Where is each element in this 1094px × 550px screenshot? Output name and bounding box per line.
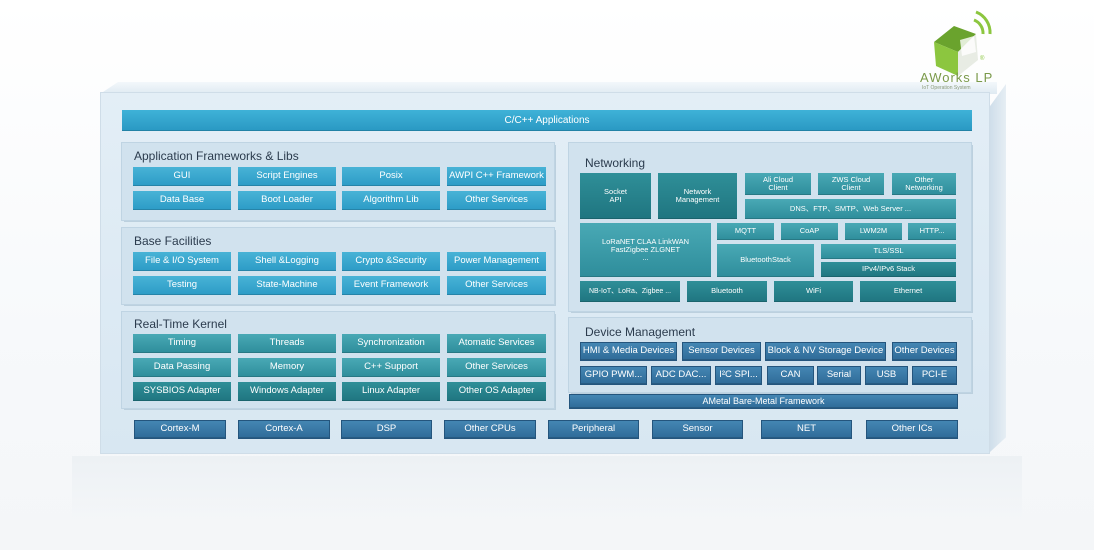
gpio-pwm-block: GPIO PWM... [580, 366, 647, 385]
memory-block: Memory [238, 358, 336, 377]
box-top-face [100, 82, 997, 94]
aworks-logo: AWorks LP IoT Operation System ® [918, 8, 1002, 92]
event-framework-block: Event Framework [342, 276, 440, 295]
testing-block: Testing [133, 276, 231, 295]
cpp-support-block: C++ Support [342, 358, 440, 377]
i2c-spi-block: I²C SPI... [715, 366, 762, 385]
mqtt-block: MQTT [717, 223, 774, 240]
loranet-block: LoRaNET CLAA LinkWAN FastZigbee ZLGNET .… [580, 223, 711, 277]
adc-dac-block: ADC DAC... [651, 366, 711, 385]
sysbios-adapter-block: SYSBIOS Adapter [133, 382, 231, 401]
other-networking-block: Other Networking [892, 173, 956, 195]
coap-block: CoAP [781, 223, 838, 240]
dns-ftp-smtp-block: DNS、FTP、SMTP、Web Server ... [745, 199, 956, 219]
pci-e-block: PCI-E [912, 366, 957, 385]
logo-brand-text: AWorks LP [920, 70, 994, 85]
nbiot-lora-zigbee-block: NB-IoT、LoRa、Zigbee ... [580, 281, 680, 302]
hw-cortex-a-block: Cortex-A [238, 420, 330, 439]
bluetooth-block: Bluetooth [687, 281, 767, 302]
can-block: CAN [767, 366, 814, 385]
network-management-block: Network Management [658, 173, 737, 219]
boot-loader-block: Boot Loader [238, 191, 336, 210]
script-engines-block: Script Engines [238, 167, 336, 186]
other-devices-block: Other Devices [892, 342, 957, 361]
rt-kernel-title: Real-Time Kernel [134, 317, 227, 331]
networking-title: Networking [585, 156, 646, 170]
gui-block: GUI [133, 167, 231, 186]
zws-cloud-client-block: ZWS Cloud Client [818, 173, 884, 195]
socket-api-block: Socket API [580, 173, 651, 219]
hw-sensor-block: Sensor [652, 420, 743, 439]
file-io-system-block: File & I/O System [133, 252, 231, 271]
base-other-services-block: Other Services [447, 276, 546, 295]
usb-block: USB [865, 366, 908, 385]
http-block: HTTP... [908, 223, 956, 240]
logo-cube-icon [934, 10, 992, 76]
windows-adapter-block: Windows Adapter [238, 382, 336, 401]
algorithm-lib-block: Algorithm Lib [342, 191, 440, 210]
tls-ssl-block: TLS/SSL [821, 244, 956, 259]
block-nv-storage-block: Block & NV Storage Device [765, 342, 886, 361]
hw-net-block: NET [761, 420, 852, 439]
hw-other-cpus-block: Other CPUs [444, 420, 536, 439]
threads-block: Threads [238, 334, 336, 353]
database-block: Data Base [133, 191, 231, 210]
other-os-adapter-block: Other OS Adapter [447, 382, 546, 401]
linux-adapter-block: Linux Adapter [342, 382, 440, 401]
logo-tagline: IoT Operation System [922, 85, 971, 91]
power-management-block: Power Management [447, 252, 546, 271]
shell-logging-block: Shell &Logging [238, 252, 336, 271]
data-passing-block: Data Passing [133, 358, 231, 377]
hmi-media-devices-block: HMI & Media Devices [580, 342, 677, 361]
ethernet-block: Ethernet [860, 281, 956, 302]
ipv4-ipv6-stack-block: IPv4/IPv6 Stack [821, 262, 956, 277]
logo-registered: ® [980, 56, 985, 62]
posix-block: Posix [342, 167, 440, 186]
app-other-services-block: Other Services [447, 191, 546, 210]
timing-block: Timing [133, 334, 231, 353]
ali-cloud-client-block: Ali Cloud Client [745, 173, 811, 195]
device-management-title: Device Management [585, 325, 696, 339]
box-reflection [72, 456, 1022, 526]
synchronization-block: Synchronization [342, 334, 440, 353]
app-frameworks-title: Application Frameworks & Libs [134, 149, 299, 163]
kernel-other-services-block: Other Services [447, 358, 546, 377]
cpp-applications-bar: C/C++ Applications [122, 110, 972, 131]
ametal-framework-bar: AMetal Bare-Metal Framework [569, 394, 958, 409]
lwm2m-block: LWM2M [845, 223, 902, 240]
serial-block: Serial [817, 366, 861, 385]
state-machine-block: State-Machine [238, 276, 336, 295]
hw-peripheral-block: Peripheral [548, 420, 639, 439]
hw-dsp-block: DSP [341, 420, 432, 439]
atomatic-services-block: Atomatic Services [447, 334, 546, 353]
crypto-security-block: Crypto &Security [342, 252, 440, 271]
hw-other-ics-block: Other ICs [866, 420, 958, 439]
awpi-cpp-framework-block: AWPI C++ Framework [447, 167, 546, 186]
bluetooth-stack-block: BluetoothStack [717, 244, 814, 277]
wifi-block: WiFi [774, 281, 853, 302]
hw-cortex-m-block: Cortex-M [134, 420, 226, 439]
box-side-face [990, 84, 1006, 452]
sensor-devices-block: Sensor Devices [682, 342, 761, 361]
base-facilities-title: Base Facilities [134, 234, 212, 248]
